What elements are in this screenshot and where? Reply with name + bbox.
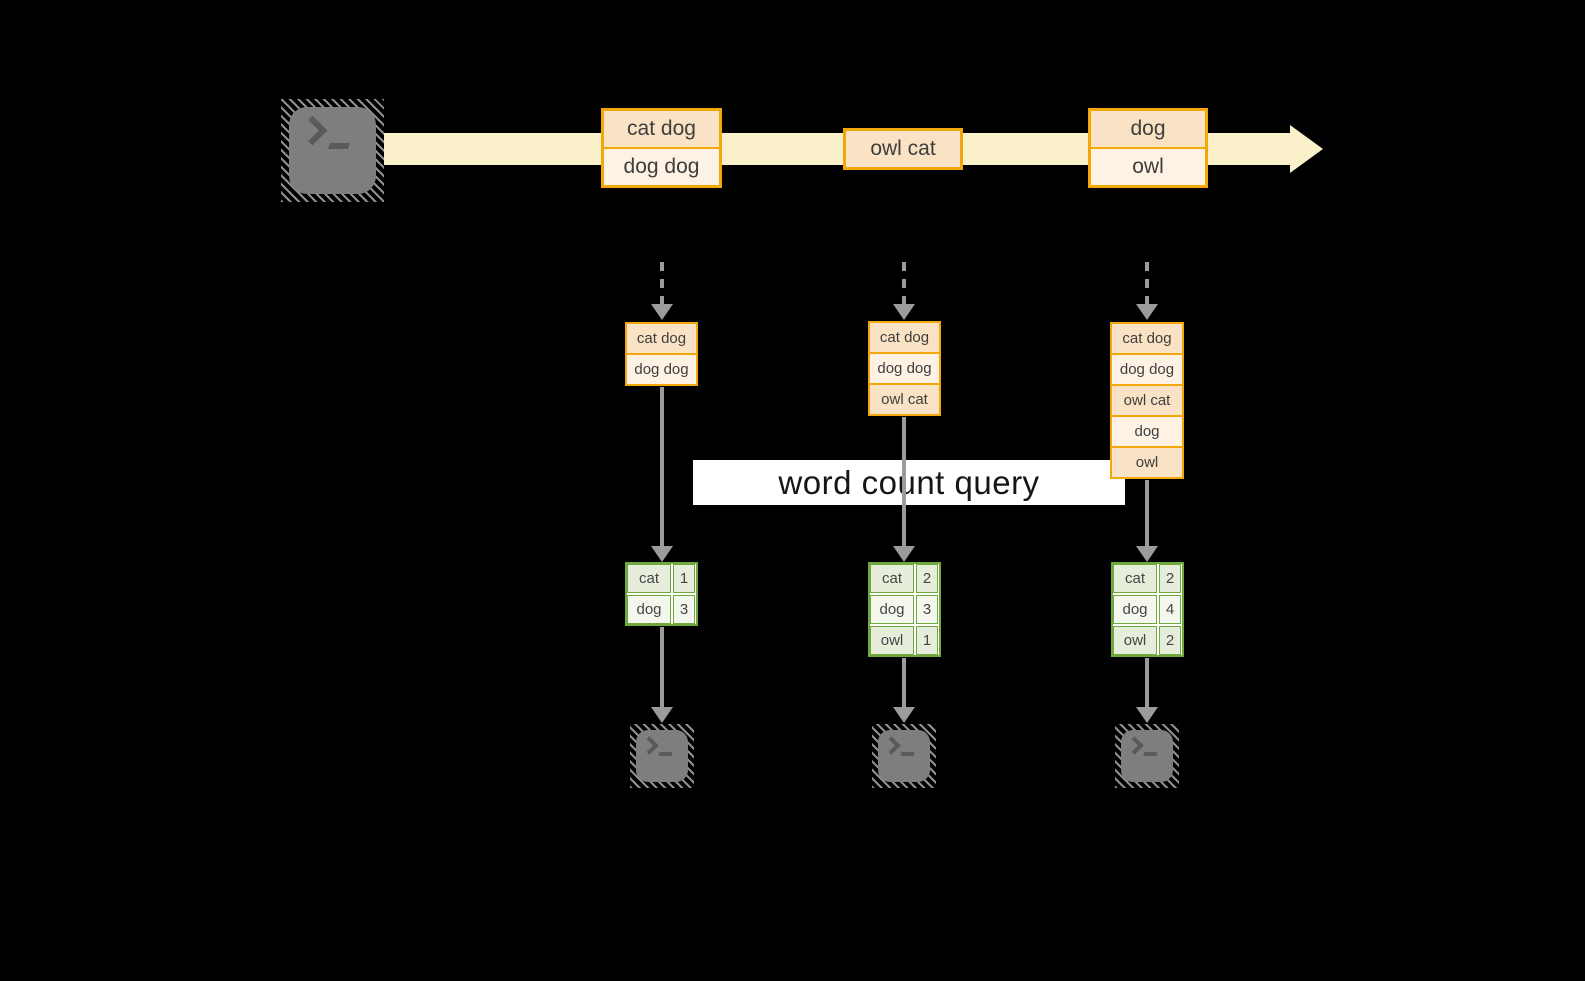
arrow-head-icon — [1136, 707, 1158, 723]
word-cell: dog — [870, 595, 914, 624]
record: dog — [1091, 111, 1205, 147]
prompt-chevron-icon — [297, 115, 328, 146]
record: cat dog — [604, 111, 719, 147]
record: owl cat — [870, 383, 939, 414]
input-buffer-3: cat dog dog dog owl cat dog owl — [1110, 322, 1184, 479]
record: owl cat — [1112, 384, 1182, 415]
word-cell: cat — [627, 564, 671, 593]
dashed-arrow-head-icon — [651, 304, 673, 320]
arrow-line — [1145, 480, 1149, 546]
word-cell: cat — [870, 564, 914, 593]
prompt-cursor-icon — [900, 752, 915, 756]
record: cat dog — [627, 324, 696, 353]
sink-terminal-icon-1 — [630, 724, 694, 788]
arrow-line — [1145, 658, 1149, 707]
word-cell: owl — [1113, 626, 1157, 655]
result-table-3: cat 2 dog 4 owl 2 — [1111, 562, 1184, 657]
input-buffer-2: cat dog dog dog owl cat — [868, 321, 941, 416]
word-cell: dog — [1113, 595, 1157, 624]
record: cat dog — [1112, 324, 1182, 353]
prompt-chevron-icon — [640, 736, 659, 755]
record: owl — [1091, 147, 1205, 185]
count-cell: 3 — [673, 595, 695, 624]
prompt-cursor-icon — [658, 752, 673, 756]
count-cell: 2 — [1159, 564, 1181, 593]
arrow-head-icon — [893, 546, 915, 562]
dashed-arrow-line — [1145, 262, 1149, 304]
word-cell: dog — [627, 595, 671, 624]
query-label: word count query — [778, 463, 1040, 501]
count-cell: 1 — [673, 564, 695, 593]
arrow-line — [660, 387, 664, 546]
record: dog — [1112, 415, 1182, 446]
prompt-chevron-icon — [882, 736, 901, 755]
result-table-1: cat 1 dog 3 — [625, 562, 698, 626]
arrow-line — [660, 627, 664, 707]
source-terminal-icon — [281, 99, 384, 202]
arrow-head-icon — [651, 707, 673, 723]
prompt-cursor-icon — [328, 143, 350, 149]
dashed-arrow-head-icon — [893, 304, 915, 320]
record: dog dog — [604, 147, 719, 185]
stream-batch-1: cat dog dog dog — [601, 108, 722, 188]
dashed-arrow-line — [902, 262, 906, 304]
count-cell: 4 — [1159, 595, 1181, 624]
sink-terminal-icon-3 — [1115, 724, 1179, 788]
prompt-cursor-icon — [1143, 752, 1158, 756]
terminal-screen — [878, 730, 930, 782]
record: owl cat — [846, 131, 960, 167]
input-buffer-1: cat dog dog dog — [625, 322, 698, 386]
dashed-arrow-line — [660, 262, 664, 304]
arrow-head-icon — [893, 707, 915, 723]
arrow-head-icon — [1136, 546, 1158, 562]
arrow-line — [902, 658, 906, 707]
word-cell: cat — [1113, 564, 1157, 593]
record: dog dog — [870, 352, 939, 383]
prompt-chevron-icon — [1125, 736, 1144, 755]
count-cell: 3 — [916, 595, 938, 624]
record: owl — [1112, 446, 1182, 477]
stream-timeline-arrowhead-icon — [1290, 125, 1323, 173]
arrow-head-icon — [651, 546, 673, 562]
record: cat dog — [870, 323, 939, 352]
terminal-screen — [636, 730, 688, 782]
sink-terminal-icon-2 — [872, 724, 936, 788]
record: dog dog — [627, 353, 696, 384]
record: dog dog — [1112, 353, 1182, 384]
query-banner: word count query — [693, 460, 1125, 505]
stream-batch-3: dog owl — [1088, 108, 1208, 188]
count-cell: 2 — [1159, 626, 1181, 655]
count-cell: 2 — [916, 564, 938, 593]
count-cell: 1 — [916, 626, 938, 655]
terminal-screen — [1121, 730, 1173, 782]
result-table-2: cat 2 dog 3 owl 1 — [868, 562, 941, 657]
arrow-line — [902, 417, 906, 546]
dashed-arrow-head-icon — [1136, 304, 1158, 320]
terminal-screen — [289, 107, 376, 194]
word-cell: owl — [870, 626, 914, 655]
stream-batch-2: owl cat — [843, 128, 963, 170]
